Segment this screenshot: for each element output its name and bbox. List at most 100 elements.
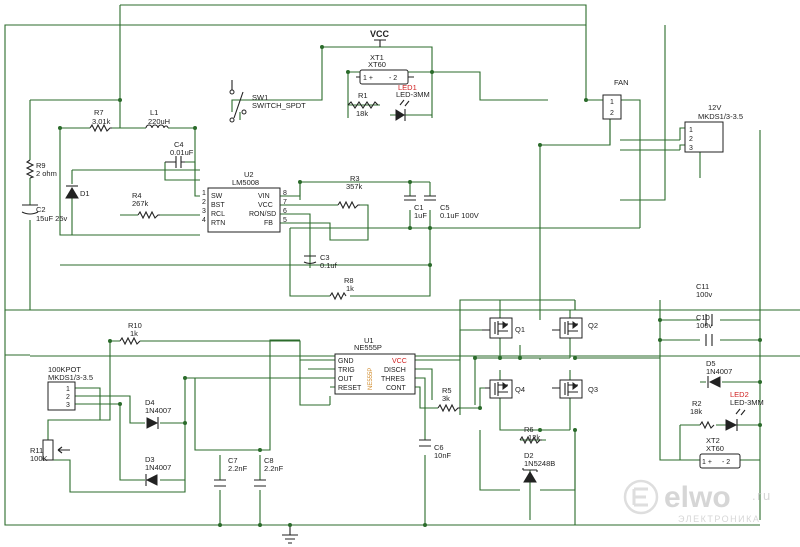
conn-12v: 12V MKDS1/3-3.5 1 2 3: [684, 103, 743, 153]
u2-num-1: 1: [202, 190, 206, 197]
conn12-pin1: 1: [689, 127, 693, 134]
u2-pin-vcc: VCC: [258, 202, 273, 209]
d2-ref: D2: [524, 451, 534, 460]
zener-d2: D2 1N5248B: [522, 451, 555, 483]
conn12-type: MKDS1/3-3.5: [698, 112, 743, 121]
pot-type: MKDS1/3-3.5: [48, 373, 93, 382]
u2-num-5: 5: [283, 217, 287, 224]
watermark-brand: elwo: [664, 481, 731, 514]
led1-type: LED-3MM: [396, 90, 430, 99]
pot-ref: 100KPOT: [48, 365, 81, 374]
u2-pin-vin: VIN: [258, 193, 270, 200]
u1-pin-cont: CONT: [386, 385, 407, 392]
u2-ref: U2: [244, 170, 254, 179]
watermark-suffix: .ru: [752, 488, 772, 503]
mosfet-q3: Q3: [552, 379, 598, 399]
capacitor-c7: C7 2.2nF: [214, 456, 248, 487]
d4-type: 1N4007: [145, 406, 171, 415]
xt2-connector: XT2 XT60 1 + - 2: [699, 436, 741, 469]
c7-ref: C7: [228, 456, 238, 465]
xt2-plus: 1 +: [702, 459, 712, 466]
r1-ref: R1: [358, 91, 368, 100]
resistor-r6: R6 12k: [519, 425, 542, 445]
ic-u1: U1 NE555P GND TRIG OUT RESET VCC DISCH T…: [334, 336, 416, 395]
r5-value: 3k: [442, 394, 450, 403]
u2-pin-ron: RON/SD: [249, 211, 276, 218]
u1-pin-reset: RESET: [338, 385, 362, 392]
u1-pin-gnd: GND: [338, 358, 354, 365]
c6-ref: C6: [434, 443, 444, 452]
xt1-type: XT60: [368, 60, 386, 69]
r2-value: 18k: [690, 407, 702, 416]
q1-ref: Q1: [515, 325, 525, 334]
capacitor-c6: C6 10nF: [419, 439, 452, 460]
led2-ref: LED2: [730, 390, 749, 399]
c10-value: 100v: [696, 321, 713, 330]
u1-pin-trig: TRIG: [338, 367, 355, 374]
pot-pin1: 1: [66, 386, 70, 393]
wires: [4, 4, 800, 526]
u1-pin-disch: DISCH: [384, 367, 406, 374]
d1-ref: D1: [80, 189, 90, 198]
r6-value: 12k: [528, 433, 540, 442]
resistor-r5: R5 3k: [437, 386, 460, 413]
xt1-ref: XT1: [370, 53, 384, 62]
pot-connector: 100KPOT MKDS1/3-3.5 1 2 3: [47, 365, 93, 411]
led2: LED2 LED-3MM: [725, 390, 764, 431]
u2-num-2: 2: [202, 199, 206, 206]
xt1-minus: - 2: [389, 75, 397, 82]
conn12-ref: 12V: [708, 103, 721, 112]
watermark: elwo .ru ЭЛЕКТРОНИКА: [623, 479, 772, 524]
q3-ref: Q3: [588, 385, 598, 394]
u1-ref: U1: [364, 336, 374, 345]
switch-sw1: SW1 SWITCH_SPDT: [229, 80, 306, 123]
c11-ref: C11: [696, 282, 709, 291]
r8-value: 1k: [346, 284, 354, 293]
pot-pin2: 2: [66, 394, 70, 401]
capacitor-c4: C4 0.01uF: [165, 140, 194, 168]
r10-value: 1k: [130, 329, 138, 338]
c11-value: 100v: [696, 290, 713, 299]
q2-ref: Q2: [588, 321, 598, 330]
c8-ref: C8: [264, 456, 274, 465]
junction-dots: [58, 45, 762, 527]
r4-ref: R4: [132, 191, 142, 200]
r4-value: 267k: [132, 199, 149, 208]
u2-num-4: 4: [202, 217, 206, 224]
c1-ref: C1: [414, 203, 424, 212]
capacitor-c11: C11 100v: [696, 282, 713, 326]
u2-pin-rcl: RCL: [211, 211, 225, 218]
mosfet-q2: Q2: [552, 317, 598, 339]
u2-pin-fb: FB: [264, 220, 273, 227]
watermark-tagline: ЭЛЕКТРОНИКА: [678, 514, 760, 524]
c5-value: 0.1uF 100V: [440, 211, 479, 220]
fan-connector: FAN 1 2: [602, 78, 629, 120]
c4-value: 0.01uF: [170, 148, 194, 157]
r7-value: 3.01k: [92, 117, 111, 126]
r8-ref: R8: [344, 276, 354, 285]
u2-pin-bst: BST: [211, 202, 225, 209]
l1-ref: L1: [150, 108, 158, 117]
c2-ref: C2: [36, 205, 46, 214]
resistor-r4: R4 267k: [132, 191, 160, 220]
r9-value: 2 ohm: [36, 169, 57, 178]
d4-ref: D4: [145, 398, 155, 407]
capacitor-c5: C5 0.1uF 100V: [424, 195, 479, 220]
capacitor-c2: C2 15uF 25v: [21, 204, 68, 223]
c1-value: 1uF: [414, 211, 427, 220]
r9-ref: R9: [36, 161, 46, 170]
l1-value: 220uH: [148, 117, 170, 126]
r11-value: 100K: [30, 454, 48, 463]
resistor-r3: R3 357k: [337, 174, 363, 210]
c4-ref: C4: [174, 140, 184, 149]
capacitor-c3: C3 0.1uf: [303, 253, 338, 270]
c3-value: 0.1uf: [320, 261, 338, 270]
r3-value: 357k: [346, 182, 363, 191]
diode-d1: D1: [65, 185, 90, 199]
xt2-type: XT60: [706, 444, 724, 453]
potentiometer-r11: R11 100K: [30, 439, 70, 463]
u2-pin-sw: SW: [211, 193, 223, 200]
led2-type: LED-3MM: [730, 398, 764, 407]
u2-num-7: 7: [283, 199, 287, 206]
u1-type: NE555P: [354, 343, 382, 352]
